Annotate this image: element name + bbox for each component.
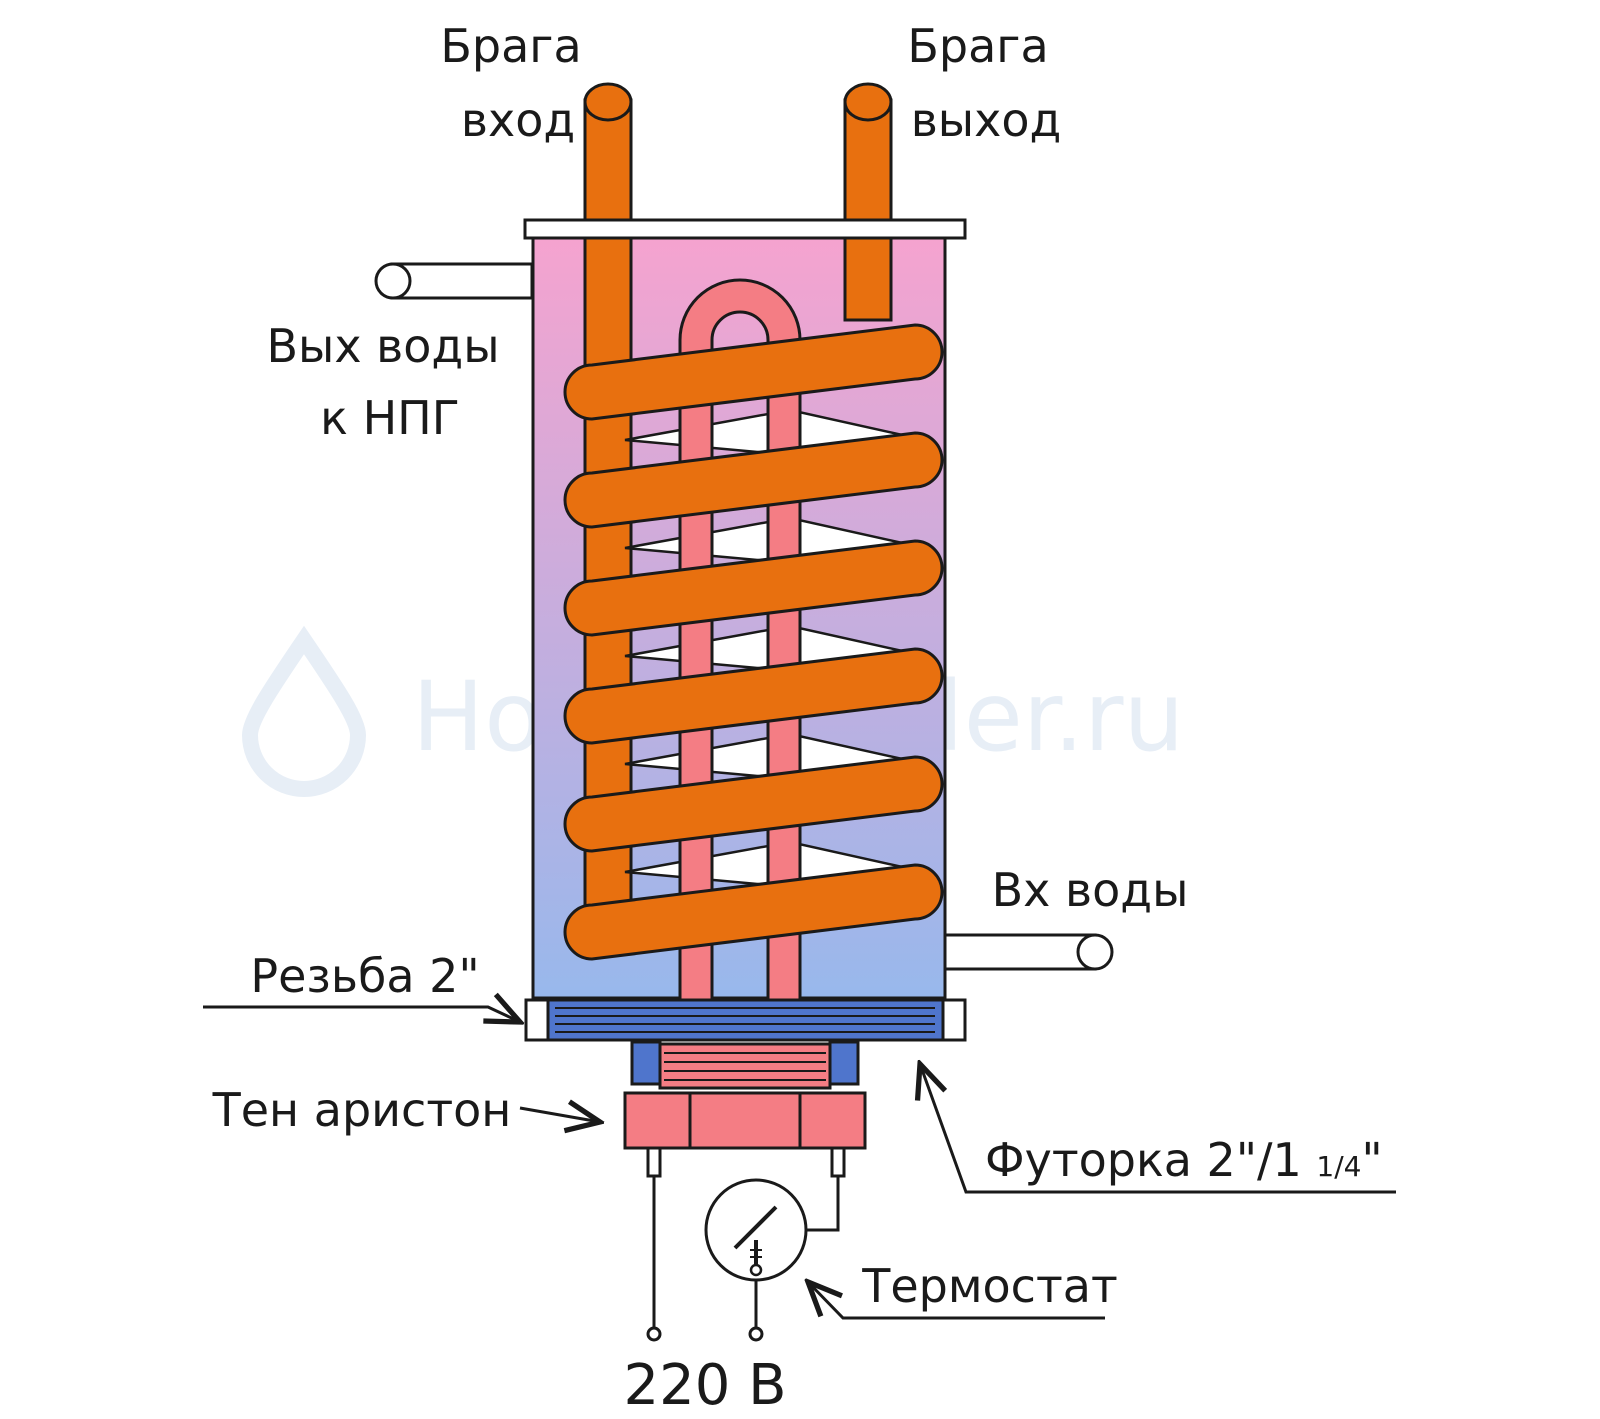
tank-lid (523, 218, 967, 240)
leader-lines (203, 1007, 1396, 1320)
label-bushing-fraction: 1/4 (1316, 1150, 1361, 1183)
thread-leader (203, 1007, 520, 1022)
label-braga-out-1: Брага (907, 19, 1048, 73)
label-thermostat: Термостат (861, 1259, 1118, 1313)
label-water-out-2: к НПГ (320, 391, 460, 445)
coil-turn (563, 863, 944, 961)
label-heater: Тен аристон (212, 1083, 512, 1137)
bushing-leader (920, 1064, 1396, 1194)
coil-turn (563, 647, 944, 745)
terminal-1 (646, 1326, 662, 1342)
label-bushing-main: Футорка 2"/1 (985, 1133, 1316, 1187)
coil-turn (563, 431, 944, 529)
thermostat-icon (704, 1178, 808, 1282)
label-bushing: Футорка 2"/1 1/4" (985, 1133, 1383, 1187)
thermostat-leader (808, 1282, 1105, 1320)
label-thread: Резьба 2" (250, 949, 479, 1003)
drop-logo-icon (241, 625, 367, 797)
label-voltage: 220 В (623, 1353, 786, 1418)
label-braga-in-2: вход (461, 93, 575, 147)
threaded-flange (524, 998, 967, 1042)
water-inlet-pipe (943, 933, 1114, 971)
heater-nut (623, 1091, 867, 1150)
wiring (646, 1146, 846, 1328)
bushing (630, 1040, 860, 1090)
coil (563, 323, 944, 961)
label-braga-out-2: выход (911, 93, 1062, 147)
label-water-out-1: Вых воды (266, 319, 499, 373)
heater-leader (519, 1108, 600, 1122)
coil-turn (563, 323, 944, 421)
label-bushing-end: " (1361, 1133, 1382, 1187)
coil-turn (563, 539, 944, 637)
label-braga-in-1: Брага (440, 19, 581, 73)
label-water-in: Вх воды (992, 863, 1189, 917)
terminal-2 (748, 1326, 764, 1342)
water-outlet-pipe (374, 262, 534, 300)
coil-turn (563, 755, 944, 853)
